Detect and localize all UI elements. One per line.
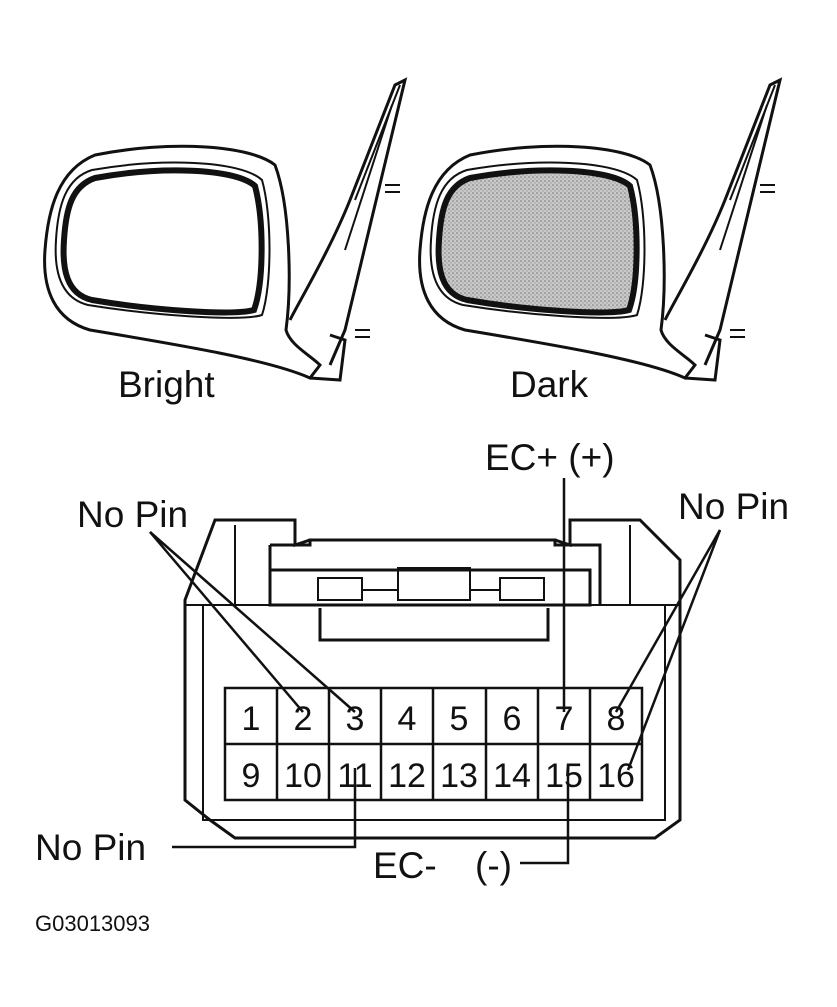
bright-label: Bright: [118, 364, 215, 405]
pin-8: 8: [607, 700, 626, 738]
pin-grid: [223, 686, 644, 802]
figure-code: G03013093: [35, 911, 150, 936]
no-pin-top-right-label: No Pin: [678, 486, 789, 527]
pin-5: 5: [450, 700, 469, 738]
pin-15: 15: [545, 757, 583, 795]
ec-minus-sign-label: (-): [475, 845, 512, 886]
pin-7: 7: [555, 700, 574, 738]
ec-minus-label: EC-: [373, 845, 437, 886]
pin-1: 1: [242, 700, 261, 738]
pin-4: 4: [398, 700, 417, 738]
dark-mirror-illustration: [418, 77, 783, 382]
ec-plus-label: EC+ (+): [485, 437, 615, 478]
pin-13: 13: [440, 757, 478, 795]
leader-lines: [149, 478, 722, 865]
pin-16: 16: [597, 757, 635, 795]
pin-10: 10: [284, 757, 322, 795]
pin-9: 9: [242, 757, 261, 795]
pin-2: 2: [294, 700, 313, 738]
pin-6: 6: [503, 700, 522, 738]
no-pin-top-left-label: No Pin: [77, 494, 188, 535]
dark-label: Dark: [510, 364, 589, 405]
pin-12: 12: [388, 757, 426, 795]
no-pin-bottom-left-label: No Pin: [35, 827, 146, 868]
pin-14: 14: [493, 757, 531, 795]
bright-mirror-illustration: [43, 77, 408, 382]
